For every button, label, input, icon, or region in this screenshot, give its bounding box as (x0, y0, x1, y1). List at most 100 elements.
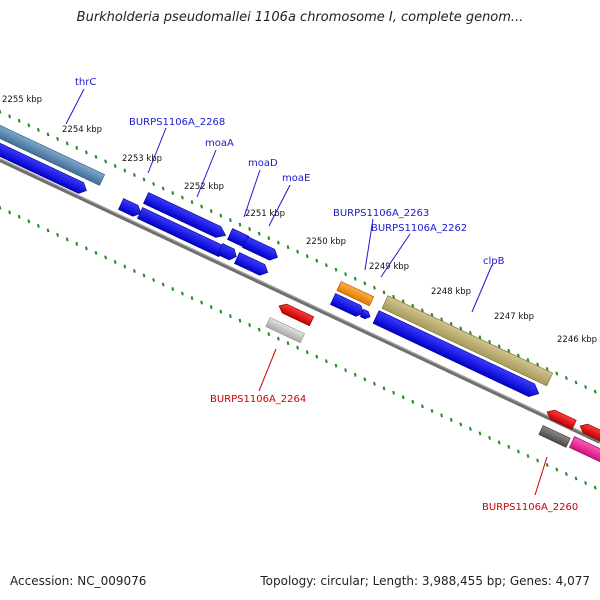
tick-mark (8, 114, 11, 119)
tick-mark (200, 204, 203, 209)
tick-mark (113, 164, 117, 168)
tick-mark (421, 404, 424, 409)
tick-mark (497, 344, 501, 349)
tick-mark (267, 236, 271, 241)
kbp-label: 2254 kbp (62, 125, 102, 135)
tick-mark (75, 145, 79, 150)
tick-mark (593, 389, 597, 394)
tick-mark (411, 303, 415, 308)
tick-mark (526, 358, 530, 362)
tick-mark (325, 359, 328, 364)
tick-mark (46, 228, 50, 233)
tick-mark (334, 267, 338, 272)
tick-mark (286, 341, 290, 346)
gene-b2260[interactable] (538, 425, 571, 448)
tick-mark (574, 380, 578, 385)
tick-mark (65, 237, 69, 242)
tick-mark (65, 141, 69, 146)
kbp-label: 2247 kbp (494, 312, 534, 322)
tick-mark (27, 219, 31, 224)
forward-leader-lines (65, 88, 493, 313)
tick-mark (565, 376, 568, 380)
gene-clpB-inner[interactable] (372, 310, 542, 400)
tick-mark (459, 422, 463, 427)
gene-label-b2260: BURPS1106A_2260 (482, 502, 578, 513)
tick-mark (142, 177, 146, 182)
tick-mark (229, 314, 232, 319)
tick-mark (46, 132, 50, 137)
tick-mark (526, 454, 530, 458)
gene-b2264-red[interactable] (277, 301, 315, 327)
gene-red-b[interactable] (545, 407, 577, 430)
reverse-gene-labels: BURPS1106A_2264 BURPS1106A_2260 (210, 394, 578, 513)
tick-mark (478, 431, 482, 436)
tick-mark (401, 395, 405, 400)
tick-mark (257, 327, 261, 332)
gene-red-c[interactable] (578, 421, 600, 448)
tick-mark (305, 350, 309, 355)
kbp-label: 2246 kbp (557, 335, 597, 345)
gene-b2263[interactable] (336, 281, 375, 307)
gene-label-b2262: BURPS1106A_2262 (371, 223, 467, 234)
tick-mark (296, 345, 299, 350)
tick-mark (267, 332, 271, 337)
tick-mark (85, 246, 88, 251)
gene-label-moaE: moaE (282, 173, 310, 184)
gene-moaD[interactable] (242, 236, 280, 263)
tick-mark (113, 260, 117, 264)
kbp-label: 2253 kbp (122, 154, 162, 164)
tick-mark (56, 136, 59, 141)
gene-moaE[interactable] (217, 243, 238, 263)
tick-mark (171, 287, 175, 291)
tick-mark (181, 195, 184, 200)
gene-b2262[interactable] (330, 293, 366, 319)
tick-mark (411, 399, 415, 404)
lower-tick-row (0, 205, 597, 490)
gene-small-b[interactable] (234, 252, 270, 278)
gene-thrC-lower[interactable] (0, 142, 89, 196)
tick-mark (257, 231, 261, 236)
tick-mark (219, 309, 223, 314)
gene-thrC-upper[interactable] (0, 125, 106, 186)
gene-label-moaA: moaA (205, 138, 234, 149)
tick-mark (478, 335, 482, 340)
tick-mark (584, 481, 587, 485)
tick-mark (161, 186, 165, 191)
tick-mark (152, 278, 155, 282)
tick-mark (37, 127, 40, 132)
gene-small-c[interactable] (359, 308, 372, 320)
tick-mark (37, 223, 40, 228)
tick-mark (363, 377, 367, 382)
tick-mark (488, 435, 491, 440)
gene-small-a[interactable] (118, 198, 143, 219)
tick-mark (190, 200, 194, 205)
tick-mark (315, 258, 319, 263)
tick-mark (17, 118, 21, 123)
tick-mark (507, 348, 511, 353)
genome-backbone (0, 158, 600, 444)
gene-b2268[interactable] (143, 192, 228, 241)
tick-mark (104, 159, 107, 164)
tick-mark (344, 368, 347, 373)
tick-mark (190, 296, 194, 301)
tick-mark (373, 285, 376, 290)
tick-mark (517, 353, 520, 358)
gene-b2264[interactable] (265, 317, 305, 344)
gene-pink[interactable] (569, 436, 600, 467)
kbp-labels: 2255 kbp 2254 kbp 2253 kbp 2252 kbp 2251… (2, 95, 597, 345)
tick-mark (392, 390, 395, 395)
tick-mark (152, 182, 155, 186)
tick-mark (421, 308, 424, 313)
tick-mark (440, 413, 443, 418)
tick-mark (363, 281, 367, 286)
tick-mark (142, 273, 146, 278)
tick-mark (545, 367, 549, 371)
tick-mark (507, 444, 511, 449)
upper-tick-row (0, 109, 597, 394)
gene-clpB[interactable] (381, 295, 554, 387)
tick-mark (593, 485, 597, 490)
gene-label-b2268: BURPS1106A_2268 (129, 117, 225, 128)
topology-label: Topology: circular; Length: 3,988,455 bp… (260, 574, 590, 588)
tick-mark (574, 476, 578, 481)
tick-mark (104, 255, 107, 260)
